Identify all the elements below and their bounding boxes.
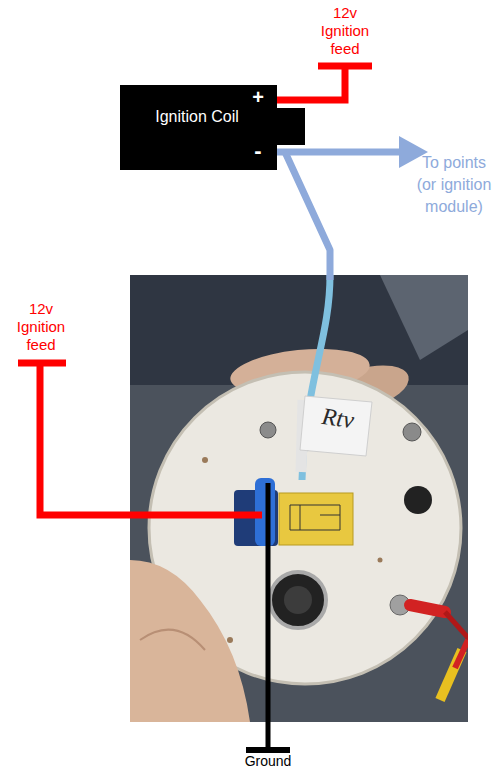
- engine-part: [380, 275, 468, 360]
- sticker-schematic: [290, 505, 340, 530]
- thumb-crease: [140, 630, 205, 650]
- screw: [403, 423, 421, 441]
- points-wire: [277, 149, 402, 156]
- red-wire: [445, 612, 468, 640]
- terminal-sign: -: [248, 140, 268, 162]
- screwdriver-band: [455, 640, 468, 668]
- supply-label: 12v Ignition feed: [4, 300, 78, 354]
- red-spade-connector: [410, 605, 445, 612]
- coil-terminal-tower: [276, 108, 305, 145]
- hole: [404, 486, 432, 514]
- box-title: Ignition Coil: [142, 107, 252, 127]
- feed-wire: [277, 66, 345, 100]
- feed-terminal-bar: [318, 63, 372, 70]
- ground-label: Ground: [218, 753, 318, 769]
- rust-spot: [378, 558, 383, 563]
- bulb-socket: [270, 572, 326, 628]
- terminal-sign: +: [248, 86, 268, 108]
- thumb: [130, 560, 250, 722]
- ground-terminal-bar: [246, 747, 290, 753]
- warning-sticker: [279, 493, 353, 545]
- tach-signal-wire: [285, 152, 330, 280]
- ground-wire: [266, 483, 271, 750]
- feed-wire: [40, 363, 262, 515]
- destination-label: To points (or ignition module): [414, 152, 494, 218]
- photo-background: [130, 275, 468, 722]
- rust-spot: [227, 637, 233, 643]
- stud: [260, 422, 276, 438]
- supply-label: 12v Ignition feed: [308, 4, 382, 58]
- tachometer-photo: [130, 275, 468, 722]
- rust-spot: [202, 457, 208, 463]
- paper-tag: [300, 396, 372, 456]
- bulb-socket-inner: [284, 586, 312, 614]
